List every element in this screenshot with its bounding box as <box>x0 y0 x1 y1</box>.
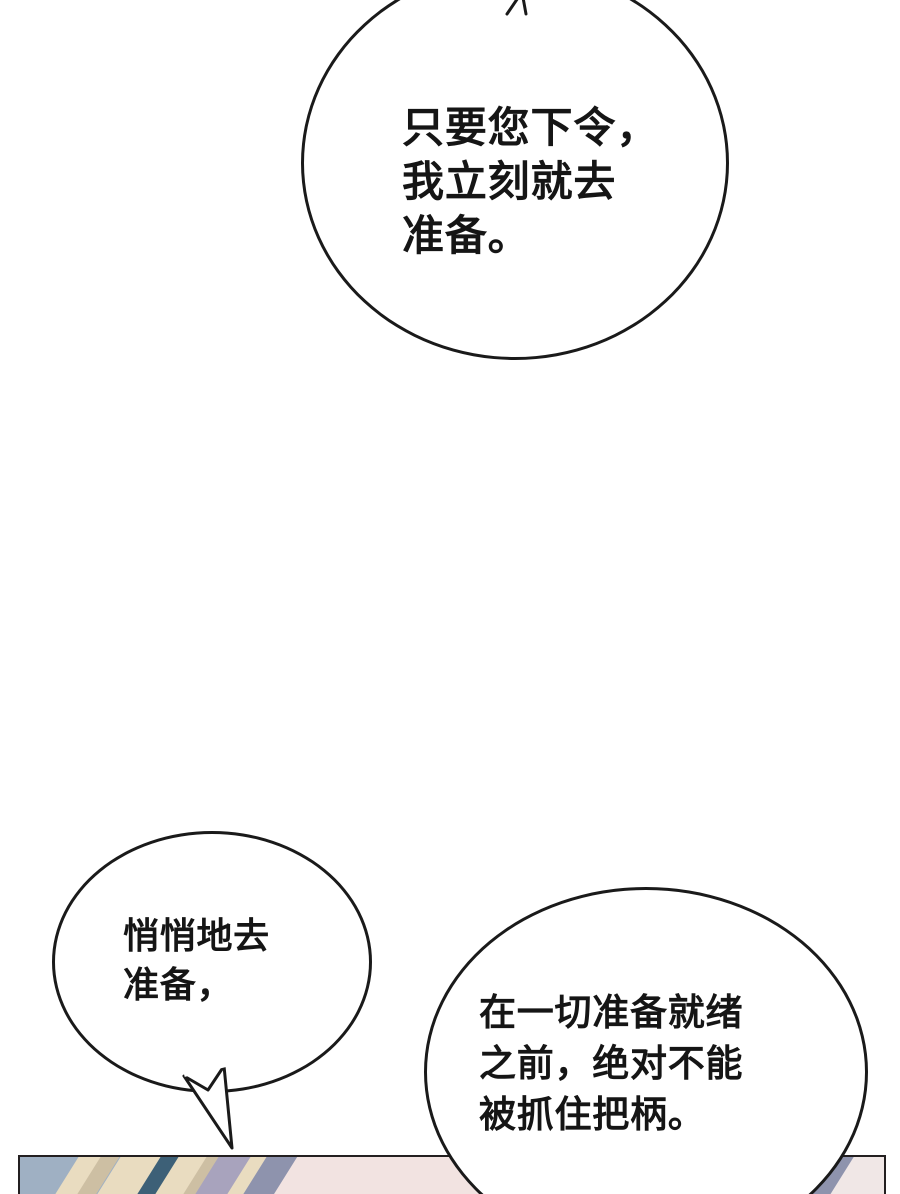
speech-bubble-1: 只要您下令， 我立刻就去 准备。 <box>301 0 729 360</box>
speech-bubble-3: 在一切准备就绪 之前，绝对不能 被抓住把柄。 <box>424 887 868 1194</box>
speech-bubble-2-tail-icon <box>180 1060 270 1155</box>
speech-bubble-1-tail-icon <box>505 0 545 16</box>
speech-bubble-1-text: 只要您下令， 我立刻就去 准备。 <box>402 104 660 260</box>
speech-bubble-2: 悄悄地去 准备， <box>52 831 372 1093</box>
speech-bubble-3-text: 在一切准备就绪 之前，绝对不能 被抓住把柄。 <box>479 992 744 1136</box>
speech-bubble-2-text: 悄悄地去 准备， <box>123 915 270 1005</box>
